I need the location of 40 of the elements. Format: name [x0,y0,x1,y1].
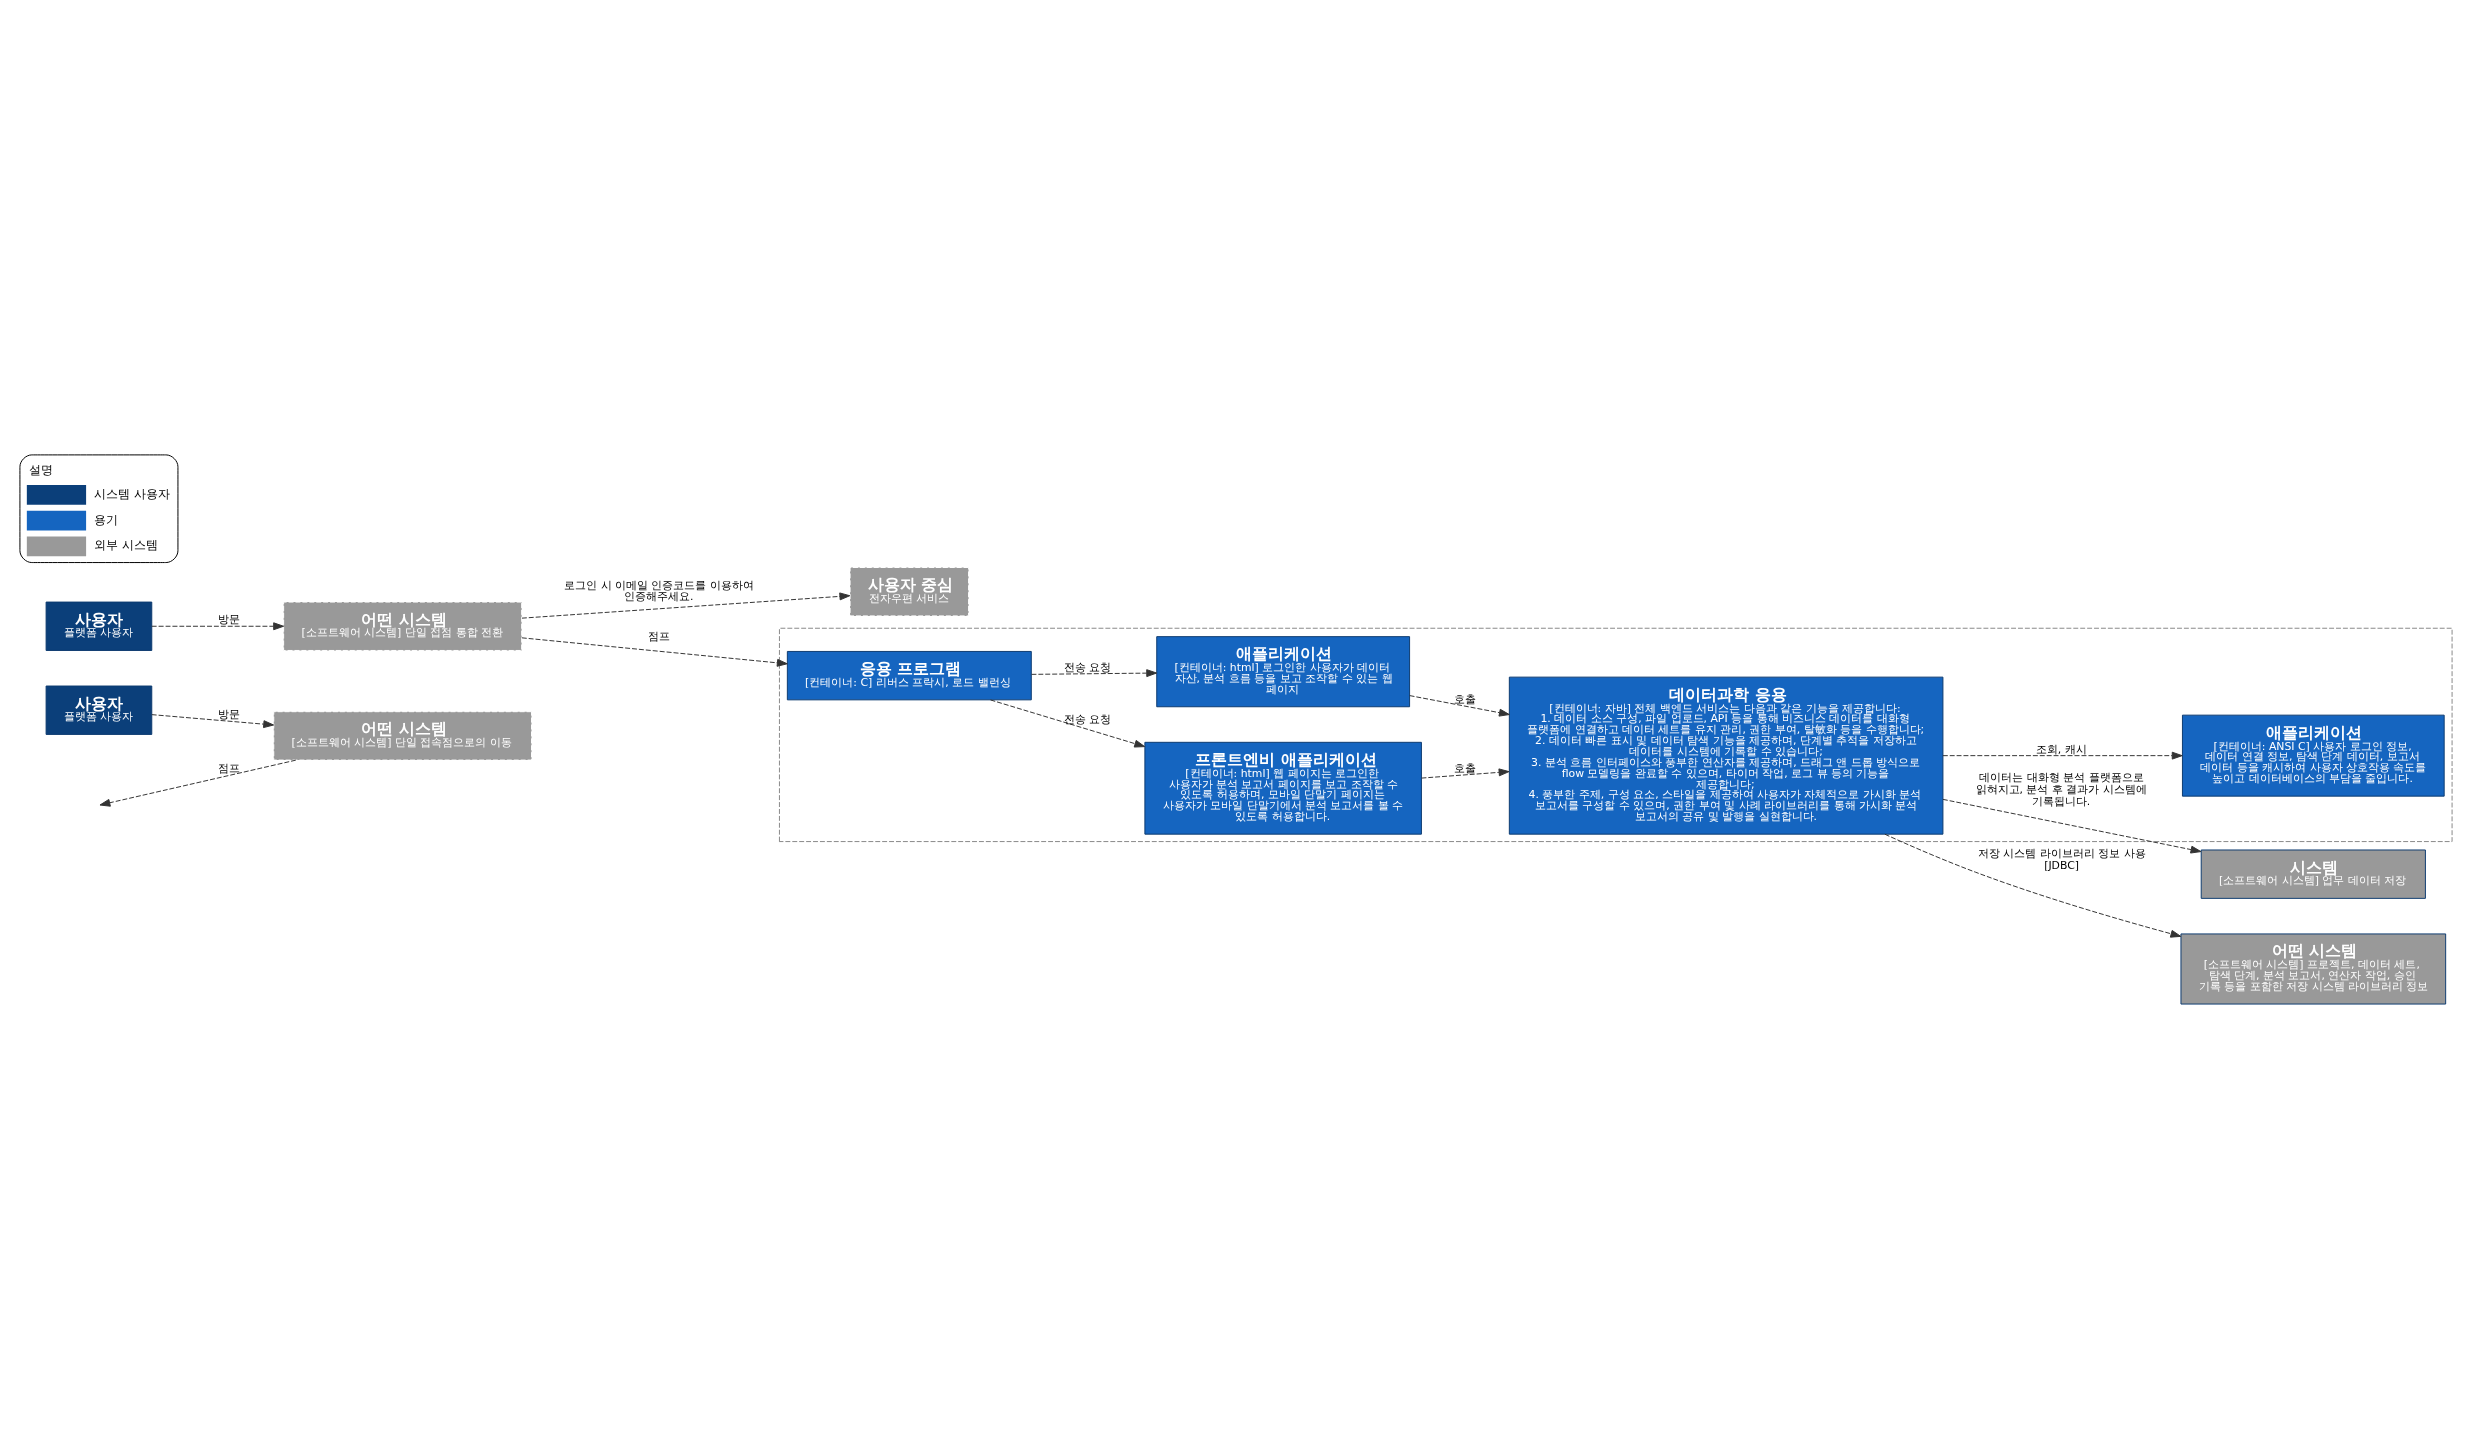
node-box: 시스템 [소프트웨어 시스템] 업무 데이터 저장 [2200,848,2426,899]
node-box: 어떤 시스템 [소프트웨어 시스템] 프로젝트, 데이터 세트, 탐색 단계, 분석 보고서, 연산자 작업, 승인 기록 등을 포함한 저장 시스템 라이브러리 정보 [2180,932,2447,1005]
edge-label: 로그인 시 이메일 인증코드를 이용하여 인증해주세요. [564,578,754,603]
node-box: 어떤 시스템 [소프트웨어 시스템] 단일 접속점으로의 이동 [273,710,533,761]
node-box: 애플리케이션 [컨테이너: ANSI C] 사용자 로그인 정보, 데이터 연결 정보, 탐색 단계 데이터, 보고서 데이터 등을 캐시하여 사용자 상호작용 속도를 높이고 데이터베이스의 부담을 줄입니다. [2181,714,2445,797]
node-box: 사용자 중심 전자우편 서비스 [849,566,970,616]
edge-label: 데이터는 대화형 분석 플랫폼으로 읽혀지고, 분석 후 결과가 시스템에 기록됩니다. [1975,770,2147,808]
edge-label: 호출 [1454,761,1477,775]
arrow [1942,751,2183,760]
edge-label: 점프 [648,629,671,643]
arrow [521,636,788,667]
arrow [1031,668,1158,677]
arrow [1421,767,1510,779]
arrow [1942,798,2202,854]
arrow [521,591,851,619]
edge-label: 호출 [1454,692,1477,706]
node-box: 사용자 플랫폼 사용자 [45,601,153,651]
label: 설명 [28,462,53,477]
legend-label: 시스템 사용자 [94,486,170,501]
node-box: 프론트엔비 애플리케이션 [컨테이너: html] 웹 페이지는 로그인한 사용자가 분석 보고서 페이지를 보고 조작할 수 있도록 허용하며, 모바일 단말기 페이지는 사용자가 모바일 단말기에서 분석 보고서를 볼 수 있도록 허용합니다. [1144,741,1422,835]
node-box: 데이터과학 응용 [컨테이너: 자바] 전체 백엔드 서비스는 다음과 같은 기능을 제공합니다: 1. 데이터 소스 구성, 파일 업로드, API 등을 통해 비즈니스 데이터를 대화형 플랫폼에 연결하고 데이터 세트를 유지 관리, 권한 부여, 탈敏화 등을 수행합니다; 2. 데이터 빠른 표시 및 데이터 탐색 기능을 제공하며, 단계별 추적을 저장하고 데이터를 시스템에 기록할 수 있습니다; 3. 분석 흐름 인터페이스와 풍부한 연산자를 제공하며, 드래그 앤 드롭 방식으로 flow 모델링을 완료할 수 있으며, 타이머 작업, 로그 뷰 등의 기능을 제공합니다; 4. 풍부한 주제, 구성 요소, 스타일을 제공하여 사용자가 자체적으로 가시화 분석 보고서를 구성할 수 있으며, 권한 부여 및 사례 라이브러리를 통해 가시화 분석 보고서의 공유 및 발행을 실현합니다. [1508,676,1944,835]
node-box: 사용자 플랫폼 사용자 [45,685,153,735]
arrow [1884,833,2182,938]
arrow [99,759,297,807]
node-box: 어떤 시스템 [소프트웨어 시스템] 단일 접점 통합 전환 [283,601,523,651]
edge-label: 전송 요청 [1063,712,1112,726]
node-box: 응용 프로그램 [컨테이너: C] 리버스 프락시, 로드 밸런싱 [786,650,1032,700]
arrow [1409,694,1510,717]
arrow [151,621,285,630]
arrow [990,698,1146,748]
edge-label: 방문 [218,707,241,721]
edge-label: 저장 시스템 라이브러리 정보 사용 [JDBC] [1977,846,2146,872]
edge-label: 조회, 캐시 [2035,741,2087,755]
legend-label: 외부 시스템 [94,537,158,552]
edge-label: 점프 [218,761,241,775]
edge-label: 전송 요청 [1063,660,1112,674]
edge-label: 방문 [218,612,241,626]
legend-label: 용기 [94,512,118,527]
node-box: 애플리케이션 [컨테이너: html] 로그인한 사용자가 데이터 자산, 분석 흐름 등을 보고 조작할 수 있는 웹 페이지 [1156,635,1411,707]
arrow [151,713,275,728]
